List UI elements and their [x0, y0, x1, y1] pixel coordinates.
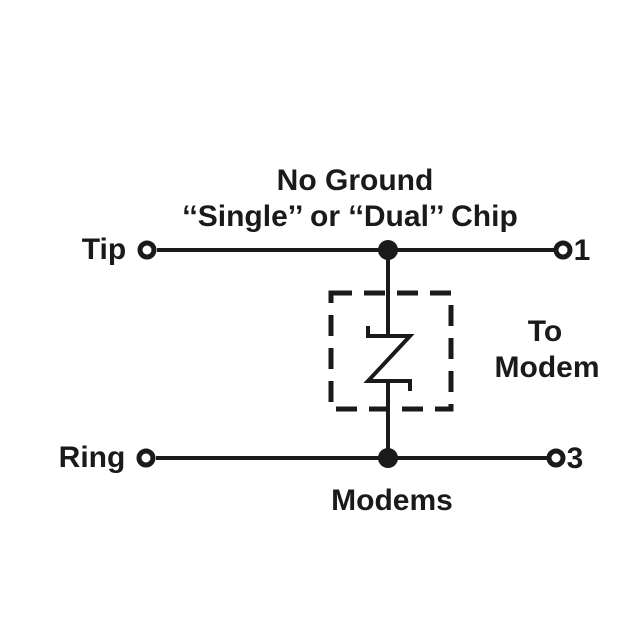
to-modem-label-line1: To — [527, 315, 563, 348]
ring-label: Ring — [58, 441, 126, 474]
terminal-3-label: 3 — [566, 442, 584, 475]
tip-terminal-circle — [137, 240, 157, 260]
terminal-1-label: 1 — [573, 234, 591, 267]
ring-junction-dot — [378, 448, 398, 468]
terminal-3-circle — [546, 448, 566, 468]
tip-junction-dot — [378, 240, 398, 260]
terminal-1-circle — [553, 240, 573, 260]
dashed-protector-box — [328, 290, 454, 412]
tip-label: Tip — [81, 233, 127, 266]
z-symbol-strokes — [363, 326, 415, 391]
surge-protector-z-symbol — [363, 326, 415, 391]
title-line1: No Ground — [276, 164, 434, 197]
title-line2: ‘‘Single’’ or ‘‘Dual’’ Chip — [182, 200, 518, 233]
ring-terminal-circle — [136, 448, 156, 468]
modems-label: Modems — [331, 484, 453, 517]
to-modem-label-line2: Modem — [494, 351, 600, 384]
